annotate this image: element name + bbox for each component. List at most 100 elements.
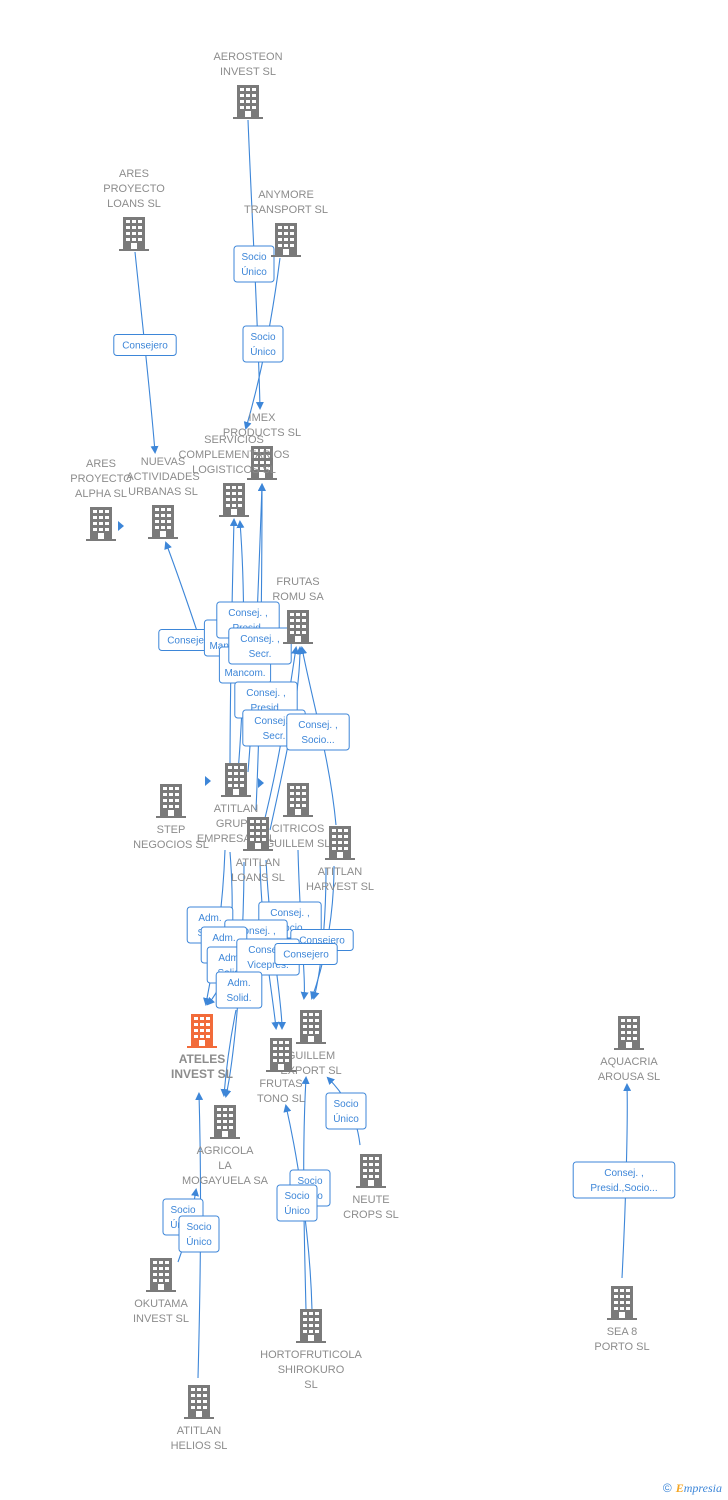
edge-label-box [178,1215,220,1253]
edge-label-box [572,1161,676,1199]
company-name-label: URBANAS SL [128,486,198,498]
building-icon [296,1309,326,1343]
company-name-label: GRUPO [216,818,257,830]
company-name-label: ARES [86,458,116,470]
building-icon [156,784,186,818]
edge-label-l_adm_s3[interactable]: Adm.Solid. [215,971,263,1009]
edge-label-box [286,713,350,751]
edge-label-text: Adm. [212,933,235,944]
edge-label-l_consejero2[interactable]: Consejero [274,943,338,965]
edge-label-text: Socio [333,1099,358,1110]
building-icon [221,763,251,797]
building-icon [146,1258,176,1292]
edge-label-text: Secr. [263,731,286,742]
edge-label-text: Consejero [283,950,329,961]
edge-label-box [242,325,284,363]
company-name-label: LOANS SL [231,872,285,884]
company-name-label: OKUTAMA [134,1298,188,1310]
edge-label-box [215,971,263,1009]
arrowhead-marker [258,778,264,788]
building-icon [184,1385,214,1419]
building-icon [148,505,178,539]
edge-label-text: Adm. [218,953,241,964]
edge-label-box [325,1092,367,1130]
arrowhead-marker [205,776,211,786]
edge-label-text: Consejero [167,636,213,647]
company-name-label: ATITLAN [177,1425,221,1437]
building-icon [325,826,355,860]
edge-label-text: Único [186,1235,212,1248]
company-name-label: NEGOCIOS SL [133,839,209,851]
company-node-aquacria[interactable]: AQUACRIA AROUSA SL [598,1016,660,1083]
edge-label-l_ares_nuevas[interactable]: Consejero [113,334,177,356]
edge-label-text: Vicepres. [247,960,289,971]
edge-label-box [276,1184,318,1222]
copyright-symbol: © [662,1481,672,1495]
company-name-label: SHIROKURO [278,1364,345,1376]
edge-label-l_csocio[interactable]: Consej. ,Socio... [286,713,350,751]
company-node-atitlan-helios[interactable]: ATITLAN HELIOS SL [171,1385,228,1452]
company-name-label: AEROSTEON [213,51,282,63]
edge-label-l_cp2[interactable]: Consej. ,Presid. [234,681,298,719]
building-icon [210,1105,240,1139]
company-name-label: LA [218,1160,232,1172]
edge-label-text: Único [250,345,276,358]
edge-label-text: Socio... [301,735,334,746]
company-name-label: COMPLEMENTARIOS [178,449,289,461]
company-name-label: LOGISTICOS SL [192,464,276,476]
building-icon [283,783,313,817]
company-name-label: GUILLEM [287,1050,335,1062]
edge-label-box [228,627,292,665]
arrowhead-marker [118,521,124,531]
building-icon [233,85,263,119]
edge-label-text: Socio [241,252,266,263]
edge-label-l_sea8[interactable]: Consej. ,Presid.,Socio... [572,1161,676,1199]
edge-label-text: Único [241,265,267,278]
company-name-label: HELIOS SL [171,1440,228,1452]
company-name-label: AROUSA SL [598,1071,660,1083]
company-name-label: PROYECTO [103,183,165,195]
company-name-label: TONO SL [257,1093,305,1105]
edges-layer [118,119,632,1379]
edge-label-text: Consej. , [246,688,285,699]
edge-label-text: Consej. , [270,908,309,919]
company-name-label: PORTO SL [594,1341,649,1353]
edge-label-text: Socio [186,1222,211,1233]
company-name-label: INVEST SL [171,1067,233,1081]
company-name-label: FRUTAS [276,576,319,588]
company-name-label: MOGAYUELA SA [182,1175,269,1187]
edge-label-l_cs1[interactable]: Consej. ,Secr. [228,627,292,665]
company-name-label: AQUACRIA [600,1056,658,1068]
company-name-label: ALPHA SL [75,488,127,500]
edge-label-box [113,334,177,356]
edge-label-text: Consej. , [604,1168,643,1179]
edge-label-text: Socio [170,1205,195,1216]
